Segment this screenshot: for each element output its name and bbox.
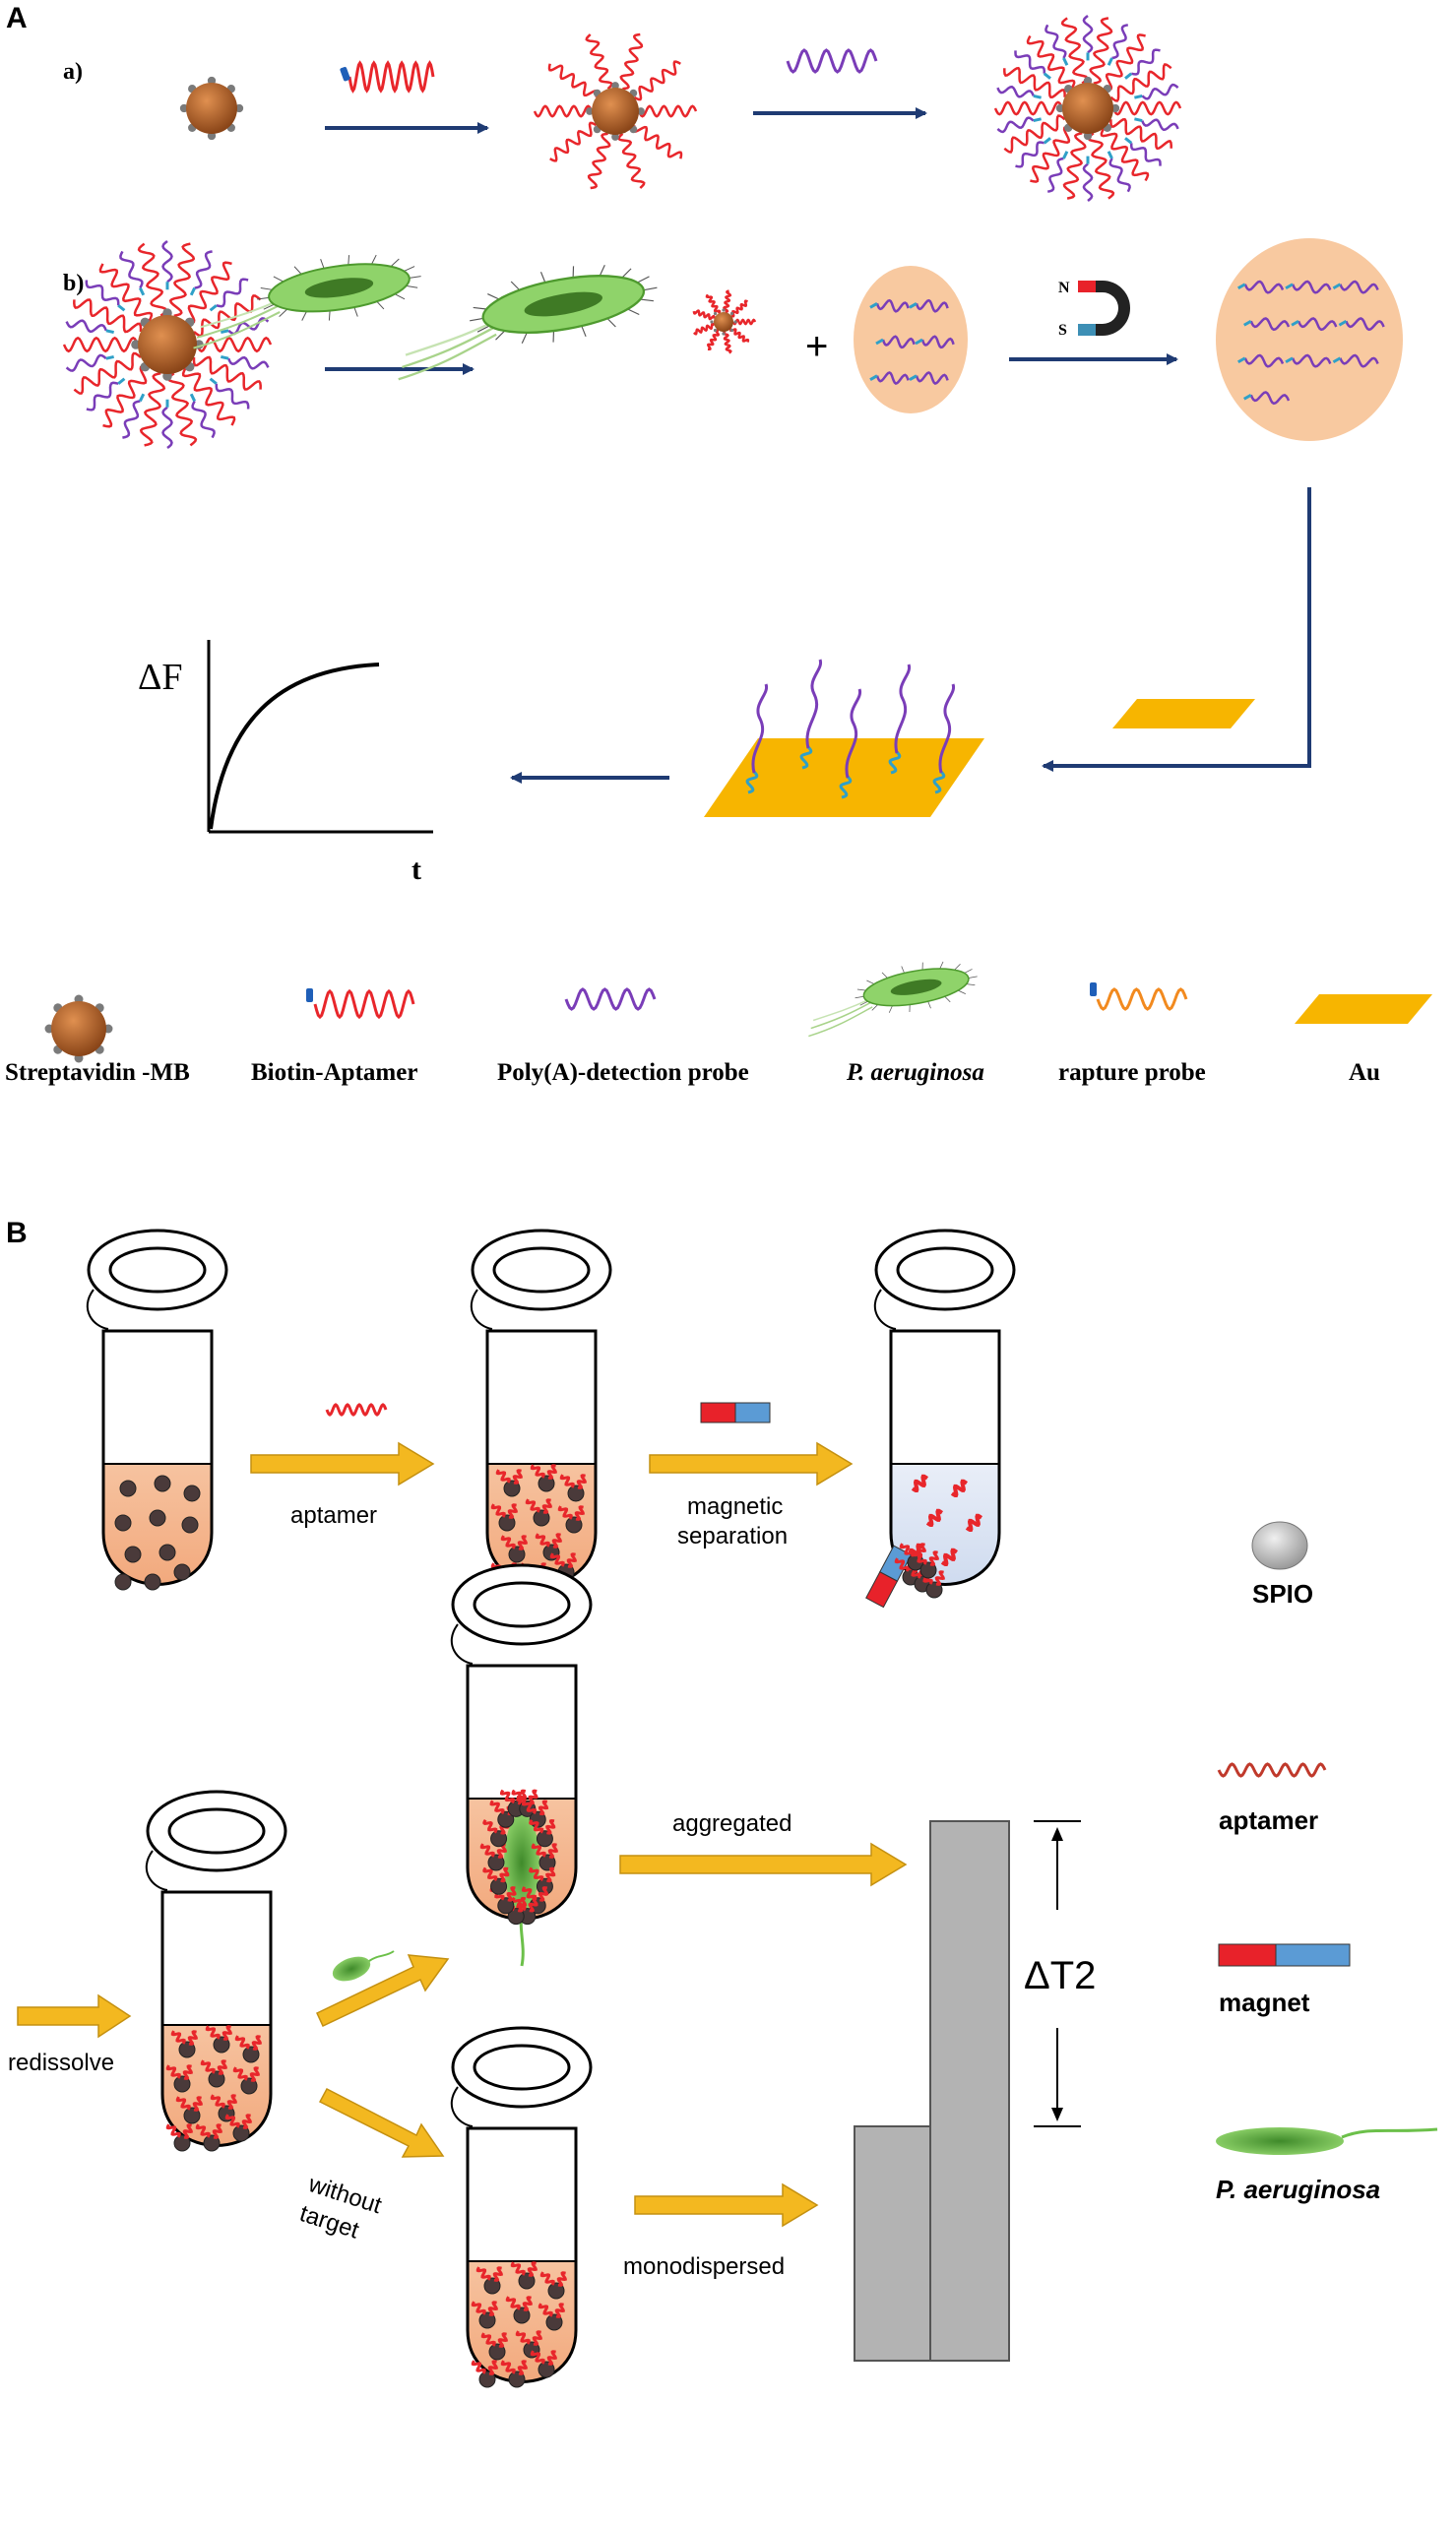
aptamer-icon <box>1217 1762 1327 1778</box>
legend-a: Streptavidin -MB Biotin-Aptamer Poly(A)-de… <box>5 961 1432 1086</box>
tube-1 <box>86 1229 228 1591</box>
arrow-without-target <box>318 2087 445 2158</box>
legend-a-label: Biotin-Aptamer <box>251 1059 417 1086</box>
arrow-redissolve <box>17 1993 132 2039</box>
probe-cluster-large <box>1237 280 1385 406</box>
arrow-to-surface <box>1042 487 1311 772</box>
aptamer-step-label: aptamer <box>290 1502 377 1529</box>
magnetic-label-1: magnetic <box>687 1493 783 1520</box>
streptavidin-bead-icon <box>44 994 113 1063</box>
signal-graph <box>207 640 433 834</box>
target-bacterium <box>332 1950 395 1982</box>
tube-2 <box>470 1229 612 1591</box>
streptavidin-bead-icon <box>179 76 244 141</box>
bacterium-bound <box>398 265 658 381</box>
tube-5 <box>450 1563 593 1967</box>
legend-a-label: Streptavidin -MB <box>5 1059 190 1086</box>
arrow-yellow-1 <box>250 1441 435 1486</box>
bacterium-icon <box>808 961 978 1038</box>
arrow-yellow-2 <box>649 1441 854 1486</box>
panel-b-label: B <box>6 1217 28 1249</box>
bacterium-icon <box>1216 2127 1438 2155</box>
magnet-icon <box>1078 281 1130 336</box>
spio-icon <box>1251 1521 1308 1570</box>
gold-surface-icon <box>1295 994 1432 1024</box>
magnet-s-label: S <box>1058 322 1067 339</box>
panel-a-label: A <box>6 2 28 34</box>
bar-aggregated <box>929 1820 1010 2362</box>
biotin-aptamer-icon <box>306 988 415 1020</box>
gold-surface <box>704 738 984 817</box>
detection-probe-icon <box>786 48 878 74</box>
arrow-monodispersed <box>634 2182 819 2228</box>
delta-t2-label: ΔT2 <box>1024 1954 1096 1997</box>
monodispersed-label: monodispersed <box>623 2253 785 2280</box>
magnet-n-label: N <box>1058 280 1070 296</box>
plus-sign: + <box>805 325 828 368</box>
legend-a-label: Au <box>1349 1059 1380 1086</box>
released-probes-large <box>1216 238 1403 441</box>
bar-monodispersed <box>854 2125 934 2362</box>
magnet-icon <box>1218 1943 1351 1967</box>
aptamer-icon <box>325 1403 388 1417</box>
detection-probe-icon <box>564 987 657 1011</box>
delta-t2-bracket <box>1034 1820 1081 2127</box>
capture-probe-icon <box>1090 982 1188 1011</box>
legend-b: SPIO aptamer magnet P. aeruginosa <box>1216 1521 1438 2204</box>
graph-y-label: ΔF <box>138 657 183 698</box>
magnet-bar-top <box>700 1402 771 1423</box>
magnetic-label-2: separation <box>677 1523 788 1549</box>
gold-chip-small <box>1112 699 1255 728</box>
arrow-with-target <box>316 1954 450 2028</box>
graph-x-label: t <box>411 854 421 886</box>
hybrid-bead-b <box>62 240 273 450</box>
hybrid-bead <box>993 15 1182 202</box>
legend-b-label: P. aeruginosa <box>1216 2175 1380 2204</box>
tube-6 <box>450 2026 593 2388</box>
aggregated-label: aggregated <box>672 1810 791 1837</box>
legend-b-label: aptamer <box>1219 1805 1318 1835</box>
legend-b-label: magnet <box>1219 1988 1310 2017</box>
arrow-aggregated <box>619 1842 908 1887</box>
tube-3 <box>865 1229 1016 1609</box>
legend-a-label: Poly(A)-detection probe <box>497 1059 749 1086</box>
biotin-aptamer-icon <box>340 60 435 94</box>
step-a-label: a) <box>63 59 83 85</box>
aptamer-bead <box>533 32 698 190</box>
step-b-label: b) <box>63 271 84 296</box>
probe-cluster-small <box>869 298 955 386</box>
legend-b-label: SPIO <box>1252 1579 1313 1609</box>
legend-a-label: rapture probe <box>1058 1059 1206 1086</box>
redissolve-label: redissolve <box>8 2050 114 2076</box>
bound-bead <box>692 289 757 354</box>
bacterium-icon <box>193 254 421 349</box>
legend-a-label: P. aeruginosa <box>846 1059 984 1086</box>
tube-4 <box>145 1790 287 2152</box>
surface-probes <box>745 659 956 799</box>
